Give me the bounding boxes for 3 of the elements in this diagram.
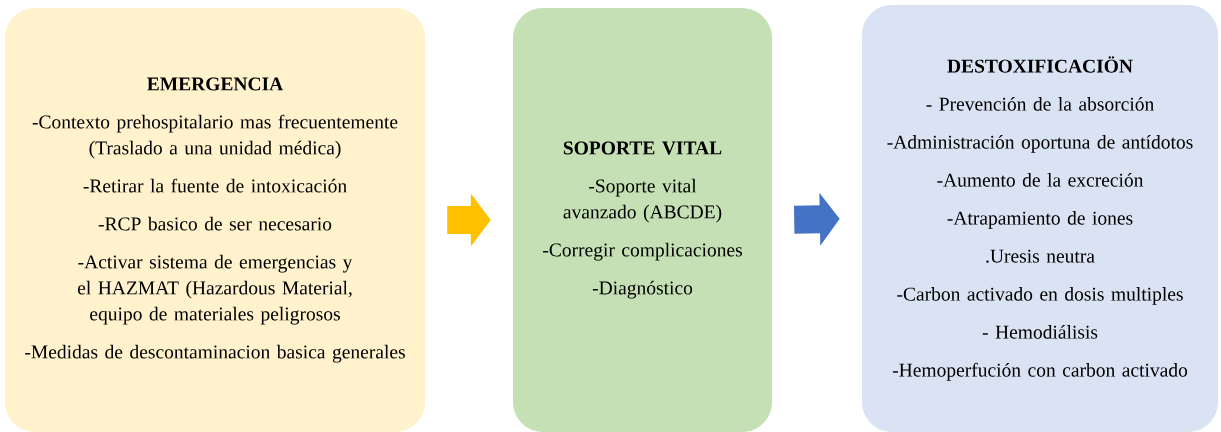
process-box: EMERGENCIA -Contexto prehospitalario mas frecuentemente (Traslado a una unidad médica) -Retirar la fuente de intoxicación -RCP basico de ser necesario -Activar sistema de emergencias y el HAZMAT (Hazardous Material, equipo de materiales peligrosos -Medidas de descontaminacion basica generales — [5, 8, 425, 432]
process-box: DESTOXIFICACIÖN - Prevención de la absorción -Administración oportuna de antídotos -Aumento de la excreción -Atrapamiento de iones .Uresis neutra -Carbon activado en dosis multiples - Hemodiálisis -Hemoperfución con carbon activado — [862, 5, 1218, 432]
process-box: SOPORTE VITAL -Soporte vital avanzado (ABCDE) -Corregir complicaciones -Diagnóstico — [513, 8, 772, 432]
